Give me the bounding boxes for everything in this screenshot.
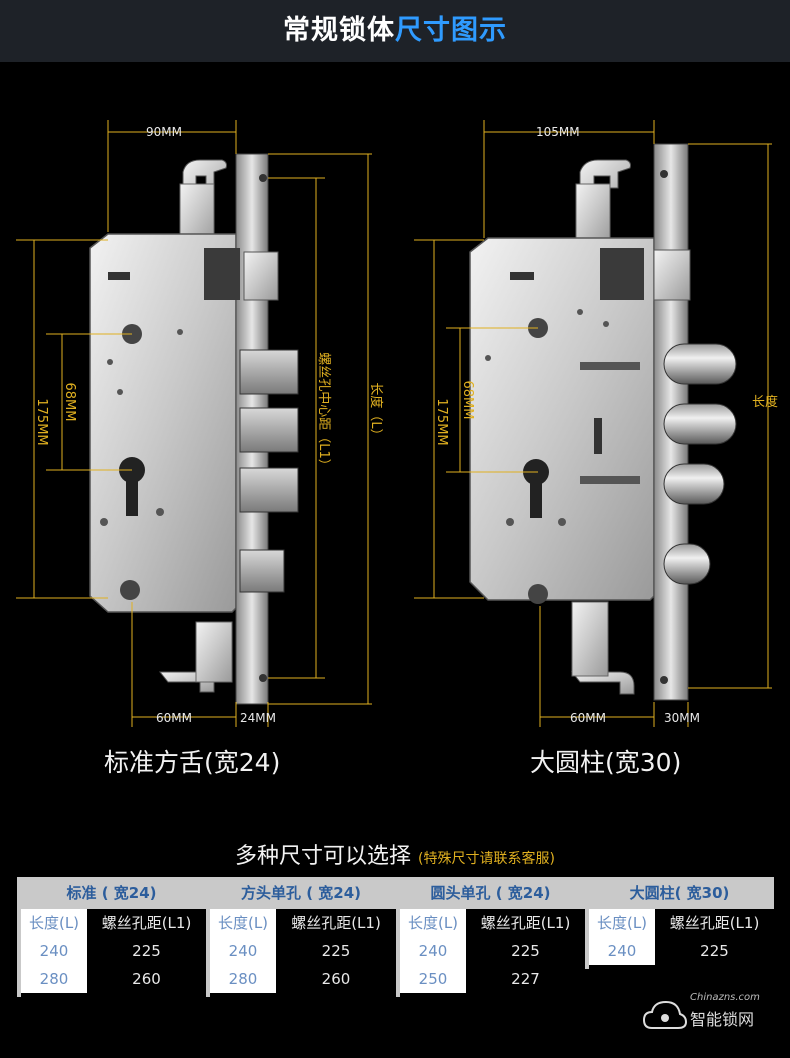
table-spacer (206, 909, 210, 997)
watermark: Chinazns.com 智能锁网 (640, 990, 780, 1050)
col-hole-label: 螺丝孔距(L1) (466, 909, 585, 937)
right-center-dimension: 68MM (460, 381, 475, 420)
table-cell: 250 (400, 965, 466, 993)
left-length-dimension: 长度（L） (368, 382, 384, 441)
table-cell: 225 (466, 937, 585, 965)
table-cell: 225 (655, 937, 774, 965)
group-title-large-cylinder: 大圆柱( 宽30) (629, 884, 730, 902)
table-cell: 240 (589, 937, 655, 965)
table-cell: 260 (87, 965, 206, 993)
page-header: 常规锁体尺寸图示 (0, 0, 790, 62)
table-spacer (396, 909, 400, 997)
left-bottom-dimension-b: 24MM (240, 711, 276, 725)
left-lock-body (89, 153, 299, 705)
size-table-header: 标准 ( 宽24) 方头单孔 ( 宽24) 圆头单孔 ( 宽24) 大圆柱( 宽… (17, 877, 774, 909)
table-cell: 240 (400, 937, 466, 965)
right-lock-body (469, 143, 737, 701)
table-cell: 225 (87, 937, 206, 965)
table-spacer (17, 909, 21, 997)
right-bottom-dimension-b: 30MM (664, 711, 700, 725)
table-cell: 260 (276, 965, 396, 993)
table-cell: 240 (21, 937, 87, 965)
page-title: 常规锁体尺寸图示 (0, 0, 790, 62)
group-title-square-single: 方头单孔 ( 宽24) (240, 884, 362, 902)
right-dimension-lines (414, 120, 772, 727)
table-spacer (585, 909, 589, 969)
cloud-logo-icon (642, 1000, 688, 1029)
col-length-label: 长度(L) (589, 909, 655, 937)
table-cell: 227 (466, 965, 585, 993)
table-cell: 240 (210, 937, 276, 965)
col-length-label: 长度(L) (400, 909, 466, 937)
col-hole-label: 螺丝孔距(L1) (276, 909, 396, 937)
col-hole-label: 螺丝孔距(L1) (87, 909, 206, 937)
right-bottom-dimension-a: 60MM (570, 711, 606, 725)
right-width-dimension: 105MM (536, 125, 580, 139)
watermark-name: 智能锁网 (690, 1010, 755, 1029)
left-center-dimension: 68MM (62, 383, 77, 422)
table-cell: 280 (21, 965, 87, 993)
right-length-dimension: 长度 (752, 394, 778, 410)
table-cell: 225 (276, 937, 396, 965)
left-hole-dimension: 螺丝孔中心距（L1） (316, 352, 331, 472)
right-height-dimension: 175MM (434, 398, 449, 445)
left-dimension-lines (16, 120, 372, 727)
lock-diagram-svg: 90MM 175MM 68MM 螺丝孔中心距（L1） 长度（L） 60MM 24… (16, 120, 778, 727)
col-length-label: 长度(L) (21, 909, 87, 937)
title-part-a: 常规锁体 (283, 15, 395, 46)
col-hole-label: 螺丝孔距(L1) (655, 909, 774, 937)
right-lock-caption: 大圆柱(宽30) (530, 748, 682, 777)
watermark-url: Chinazns.com (690, 992, 760, 1003)
group-title-round-single: 圆头单孔 ( 宽24) (430, 884, 551, 902)
size-table: 标准 ( 宽24) 方头单孔 ( 宽24) 圆头单孔 ( 宽24) 大圆柱( 宽… (17, 877, 774, 997)
left-bottom-dimension-a: 60MM (156, 711, 192, 725)
dimension-diagram: 90MM 175MM 68MM 螺丝孔中心距（L1） 长度（L） 60MM 24… (0, 62, 790, 812)
col-length-label: 长度(L) (210, 909, 276, 937)
custom-size-note: (特殊尺寸请联系客服) (418, 851, 555, 867)
table-cell: 280 (210, 965, 276, 993)
left-height-dimension: 175MM (34, 398, 49, 445)
left-lock-caption: 标准方舌(宽24) (104, 748, 281, 777)
group-title-standard: 标准 ( 宽24) (66, 884, 157, 902)
title-part-b: 尺寸图示 (395, 15, 507, 46)
left-width-dimension: 90MM (146, 125, 182, 139)
size-options-heading: 多种尺寸可以选择 (特殊尺寸请联系客服) (0, 838, 790, 870)
size-options-title: 多种尺寸可以选择 (235, 844, 412, 869)
